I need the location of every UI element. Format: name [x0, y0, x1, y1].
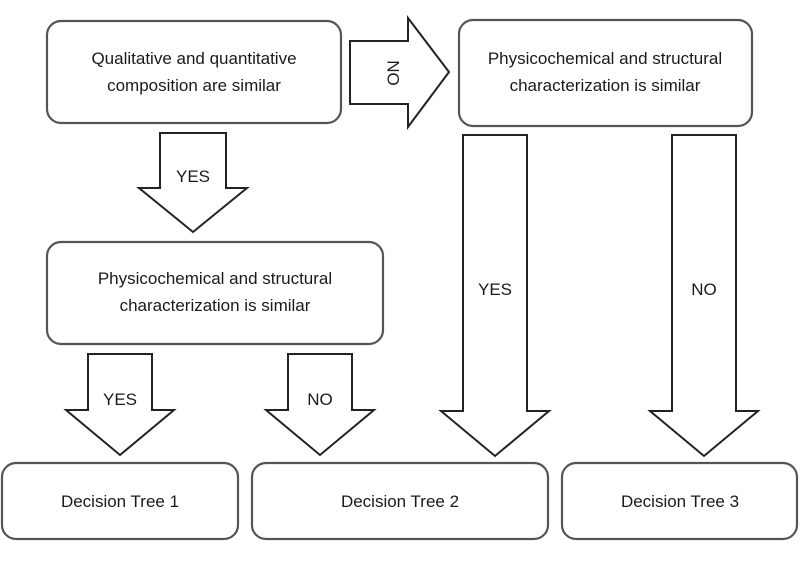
- left-yes-label: YES: [103, 390, 137, 409]
- start-node: Qualitative and quantitative composition…: [45, 19, 343, 125]
- start-yes-label: YES: [176, 167, 210, 186]
- left-yes-arrow: YES: [63, 353, 177, 457]
- physchem-right-node: Physicochemical and structural character…: [457, 18, 754, 128]
- start-node-line2: composition are similar: [107, 76, 281, 95]
- start-node-line1: Qualitative and quantitative: [91, 49, 296, 68]
- start-no-arrow: NO: [349, 15, 451, 131]
- start-yes-arrow: YES: [136, 132, 250, 234]
- physchem-left-line2: characterization is similar: [120, 296, 311, 315]
- right-no-arrow: NO: [647, 134, 761, 458]
- physchem-right-line1: Physicochemical and structural: [488, 49, 722, 68]
- physchem-right-line2: characterization is similar: [510, 76, 701, 95]
- start-no-label: NO: [384, 60, 403, 86]
- left-no-arrow: NO: [263, 353, 377, 457]
- right-yes-arrow: YES: [438, 134, 552, 458]
- decision-tree-1-node: Decision Tree 1: [0, 461, 240, 541]
- physchem-left-node: Physicochemical and structural character…: [45, 240, 385, 346]
- decision-tree-2-node: Decision Tree 2: [250, 461, 550, 541]
- left-no-label: NO: [307, 390, 333, 409]
- decision-tree-2-label: Decision Tree 2: [341, 492, 459, 511]
- decision-tree-1-label: Decision Tree 1: [61, 492, 179, 511]
- right-no-label: NO: [691, 280, 717, 299]
- right-yes-label: YES: [478, 280, 512, 299]
- decision-tree-3-label: Decision Tree 3: [621, 492, 739, 511]
- physchem-left-line1: Physicochemical and structural: [98, 269, 332, 288]
- decision-tree-3-node: Decision Tree 3: [560, 461, 799, 541]
